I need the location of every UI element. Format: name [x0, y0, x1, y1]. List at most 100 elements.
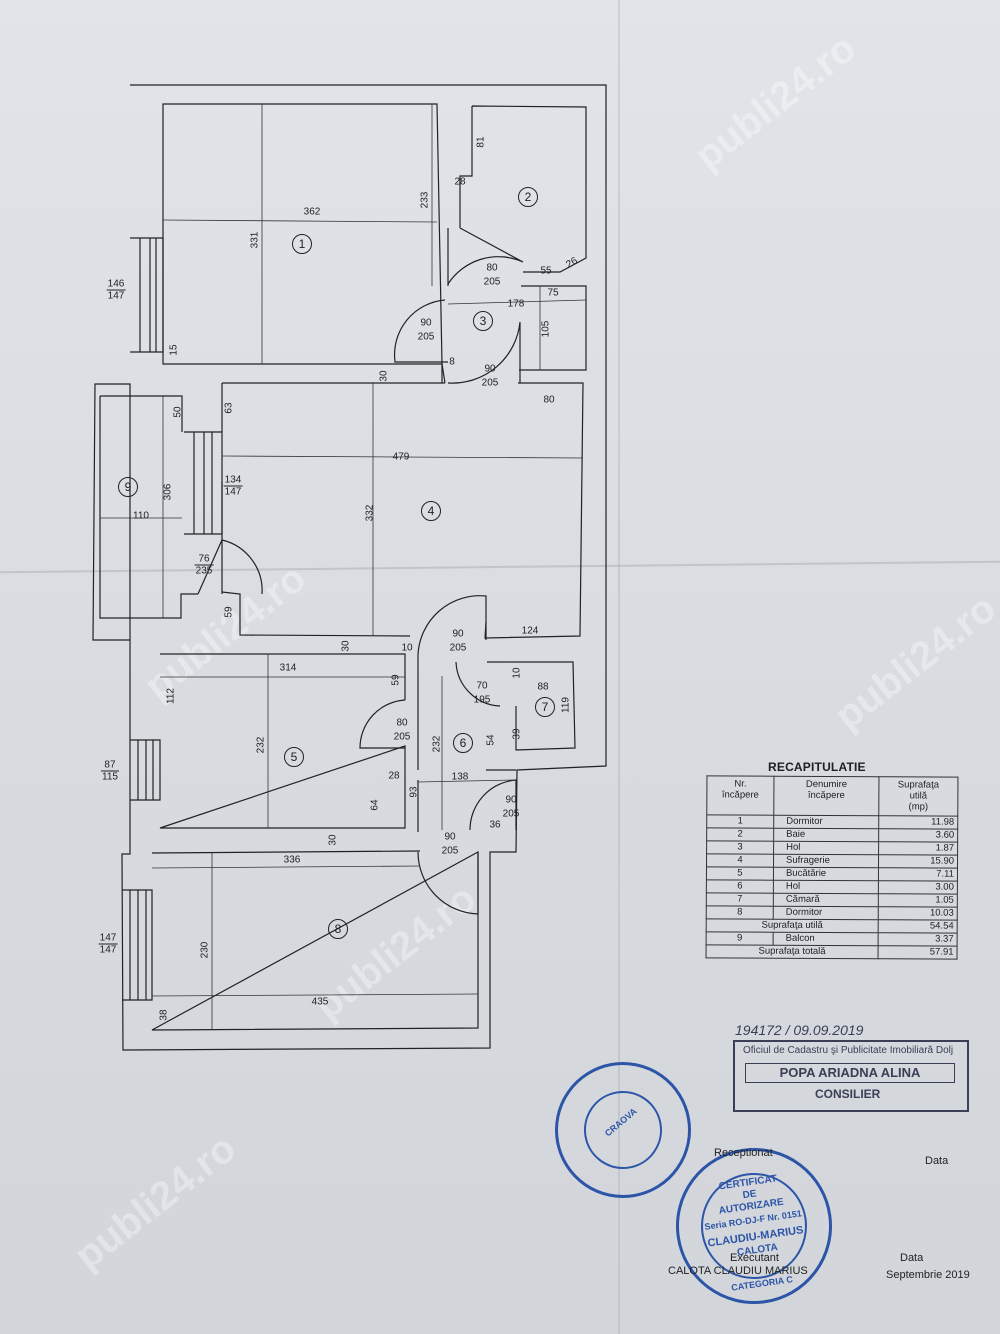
header-area: Suprafaţa utilă (mp): [878, 776, 958, 817]
cell-name: Bucătărie: [773, 867, 879, 881]
cell-nr: 5: [706, 866, 774, 881]
dimension-label: 81: [475, 136, 487, 148]
dimension-label: 90: [420, 317, 432, 329]
window-room-4: [184, 431, 223, 535]
seal-inner-ring: [577, 1084, 669, 1176]
door-size-label: 76 235: [194, 554, 214, 577]
registration-number: 194172 / 09.09.2019: [735, 1022, 864, 1038]
room-number: 1: [292, 234, 312, 254]
window-height: 147: [224, 486, 242, 498]
cell-nr: 6: [706, 879, 774, 894]
dimension-label: 205: [502, 808, 520, 820]
util-value: 54.54: [878, 919, 958, 934]
dimension-label: 80: [486, 262, 498, 274]
door-height: 235: [195, 565, 213, 577]
window-size-label: 147 147: [98, 932, 118, 956]
dimension-label: 50: [172, 406, 184, 418]
dimension-line: [417, 779, 517, 783]
dimension-label: 362: [303, 206, 321, 218]
dimension-label: 124: [521, 625, 539, 637]
cell-name: Dormitor: [773, 815, 879, 829]
receptionat-label: Receptionat: [714, 1147, 773, 1159]
dimension-label: 205: [393, 731, 411, 743]
window-width: 147: [98, 932, 118, 945]
window-height: 147: [107, 290, 125, 302]
date-label: Data: [925, 1155, 949, 1167]
dimension-label: 63: [223, 402, 235, 414]
window-width: 146: [106, 278, 126, 291]
room-4-wall: [221, 364, 584, 639]
window-room-8: [122, 889, 153, 1001]
cell-name: Balcon: [773, 932, 879, 946]
stamp-name: POPA ARIADNA ALINA: [745, 1063, 955, 1083]
door-arc: [417, 595, 487, 656]
dimension-label: 30: [340, 640, 352, 652]
dimension-label: 64: [369, 799, 381, 811]
room-number: 4: [421, 501, 441, 521]
door-arc: [447, 227, 524, 285]
dimension-label: 233: [419, 191, 431, 209]
dimension-label: 28: [388, 770, 400, 782]
dimension-label: 105: [540, 320, 552, 338]
dimension-label: 112: [165, 688, 177, 704]
dimension-label: 205: [449, 642, 467, 654]
dimension-label: 39: [511, 728, 523, 740]
cell-area: 3.00: [878, 880, 958, 895]
dimension-label: 90: [452, 628, 464, 640]
room-number: 2: [518, 187, 538, 207]
recap-table: Nr. încăpere Denumire încăpere Suprafaţa…: [706, 775, 959, 960]
stamp-office: Oficiul de Cadastru şi Publicitate Imobi…: [743, 1045, 954, 1056]
dimension-label: 331: [249, 231, 261, 249]
dimension-label: 90: [484, 363, 496, 375]
dimension-label: 80: [543, 394, 555, 406]
cell-nr: 1: [706, 814, 774, 829]
door-arc: [197, 539, 263, 595]
dimension-label: 119: [560, 697, 572, 713]
room-number: 5: [284, 747, 304, 767]
cell-area: 15.90: [878, 854, 958, 869]
dimension-label: 28: [454, 176, 466, 188]
dimension-label: 195: [473, 694, 491, 706]
cell-area: 3.37: [878, 932, 958, 947]
dimension-label: 15: [168, 344, 180, 356]
dimension-label: 8: [449, 356, 455, 368]
date-value: Septembrie 2019: [886, 1269, 970, 1281]
window-room-1: [130, 237, 164, 353]
dimension-label: 314: [279, 662, 297, 674]
dimension-label: 10: [511, 667, 523, 679]
window-room-5: [130, 739, 161, 801]
dimension-label: 138: [451, 771, 469, 783]
table-header: Nr. încăpere Denumire încăpere Suprafaţa…: [706, 775, 958, 817]
executant-name: CALOTA CLAUDIU MARIUS: [668, 1265, 808, 1277]
dimension-label: 59: [390, 674, 402, 686]
dimension-line: [162, 219, 438, 223]
dimension-label: 59: [223, 606, 235, 618]
window-width: 87: [101, 760, 119, 772]
cell-nr: 2: [706, 827, 774, 842]
room-number: 6: [453, 733, 473, 753]
date-label: Data: [900, 1252, 924, 1264]
dimension-label: 205: [481, 377, 499, 389]
cell-area: 1.05: [878, 893, 958, 908]
header-name: Denumire încăpere: [773, 776, 879, 816]
room-2-wall: [459, 105, 587, 273]
window-height: 115: [102, 771, 118, 783]
recap-title: RECAPITULATIE: [768, 760, 866, 774]
dimension-label: 75: [547, 287, 559, 299]
window-width: 134: [223, 474, 243, 487]
registration-stamp: Oficiul de Cadastru şi Publicitate Imobi…: [733, 1040, 969, 1112]
door-arc: [359, 699, 406, 749]
window-size-label: 134 147: [223, 474, 243, 498]
dimension-label: 80: [396, 717, 408, 729]
door-arc: [393, 299, 448, 363]
dimension-label: 54: [485, 734, 497, 746]
cell-nr: 7: [706, 892, 774, 907]
room-6-wall: [417, 655, 516, 832]
dimension-label: 178: [507, 298, 525, 310]
dimension-label: 232: [255, 736, 267, 754]
dimension-label: 230: [199, 941, 211, 959]
